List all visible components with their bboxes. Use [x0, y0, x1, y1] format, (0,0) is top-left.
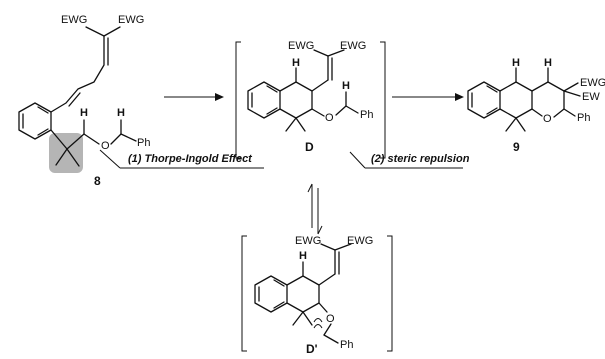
conformer-D-prime: H EWG EWG O Ph D': [241, 235, 393, 356]
phenyl-label: Ph: [137, 137, 150, 149]
reaction-arrow: [164, 93, 224, 101]
compound-number-9: 9: [513, 140, 520, 154]
oxygen-label: O: [101, 140, 110, 152]
ewg-label: EWG: [118, 14, 144, 26]
step-1-label: (1) Thorpe-Ingold Effect: [128, 153, 253, 165]
equilibrium-arrows: [307, 183, 323, 235]
h-label: H: [512, 57, 520, 69]
oxygen-label: O: [325, 112, 334, 124]
compound-number-8: 8: [94, 174, 101, 188]
h-label: H: [544, 57, 552, 69]
product-9: H H EWG EW O Ph 9: [467, 57, 605, 154]
ewg-label: EWG: [61, 14, 87, 26]
bracket-right: [380, 41, 386, 159]
step-annotation-2: (2) steric repulsion: [349, 151, 470, 169]
bracket-left: [235, 41, 241, 159]
compound-letter-D-prime: D': [306, 342, 318, 354]
phenyl-label: Ph: [340, 339, 353, 351]
h-label: H: [80, 107, 88, 119]
bracket-right: [387, 235, 393, 352]
phenyl-label: Ph: [360, 109, 373, 121]
steric-clash-mark: [313, 318, 323, 323]
reaction-arrow: [392, 93, 464, 101]
ewg-label: EWG: [580, 77, 605, 89]
h-label: H: [117, 107, 125, 119]
ewg-label: EWG: [340, 40, 366, 52]
phenyl-label: Ph: [577, 112, 590, 124]
h-label: H: [292, 57, 300, 69]
bracket-left: [241, 235, 247, 352]
h-label: H: [299, 250, 307, 262]
step-annotation-1: (1) Thorpe-Ingold Effect: [99, 149, 264, 169]
ewg-label: EWG: [288, 40, 314, 52]
compound-letter-D: D: [305, 140, 314, 154]
compound-8: EWG EWG H O H Ph 8: [18, 14, 150, 188]
step-2-label: (2) steric repulsion: [371, 153, 470, 165]
h-label: H: [342, 80, 350, 92]
ewg-label: EWG: [347, 235, 373, 247]
oxygen-label: O: [543, 113, 552, 125]
steric-clash-mark: [313, 324, 323, 329]
ewg-label-cut: EW: [582, 91, 600, 103]
ewg-label: EWG: [295, 235, 321, 247]
oxygen-label: O: [326, 313, 335, 325]
intermediate-D: H EWG EWG O H Ph D: [235, 40, 386, 159]
